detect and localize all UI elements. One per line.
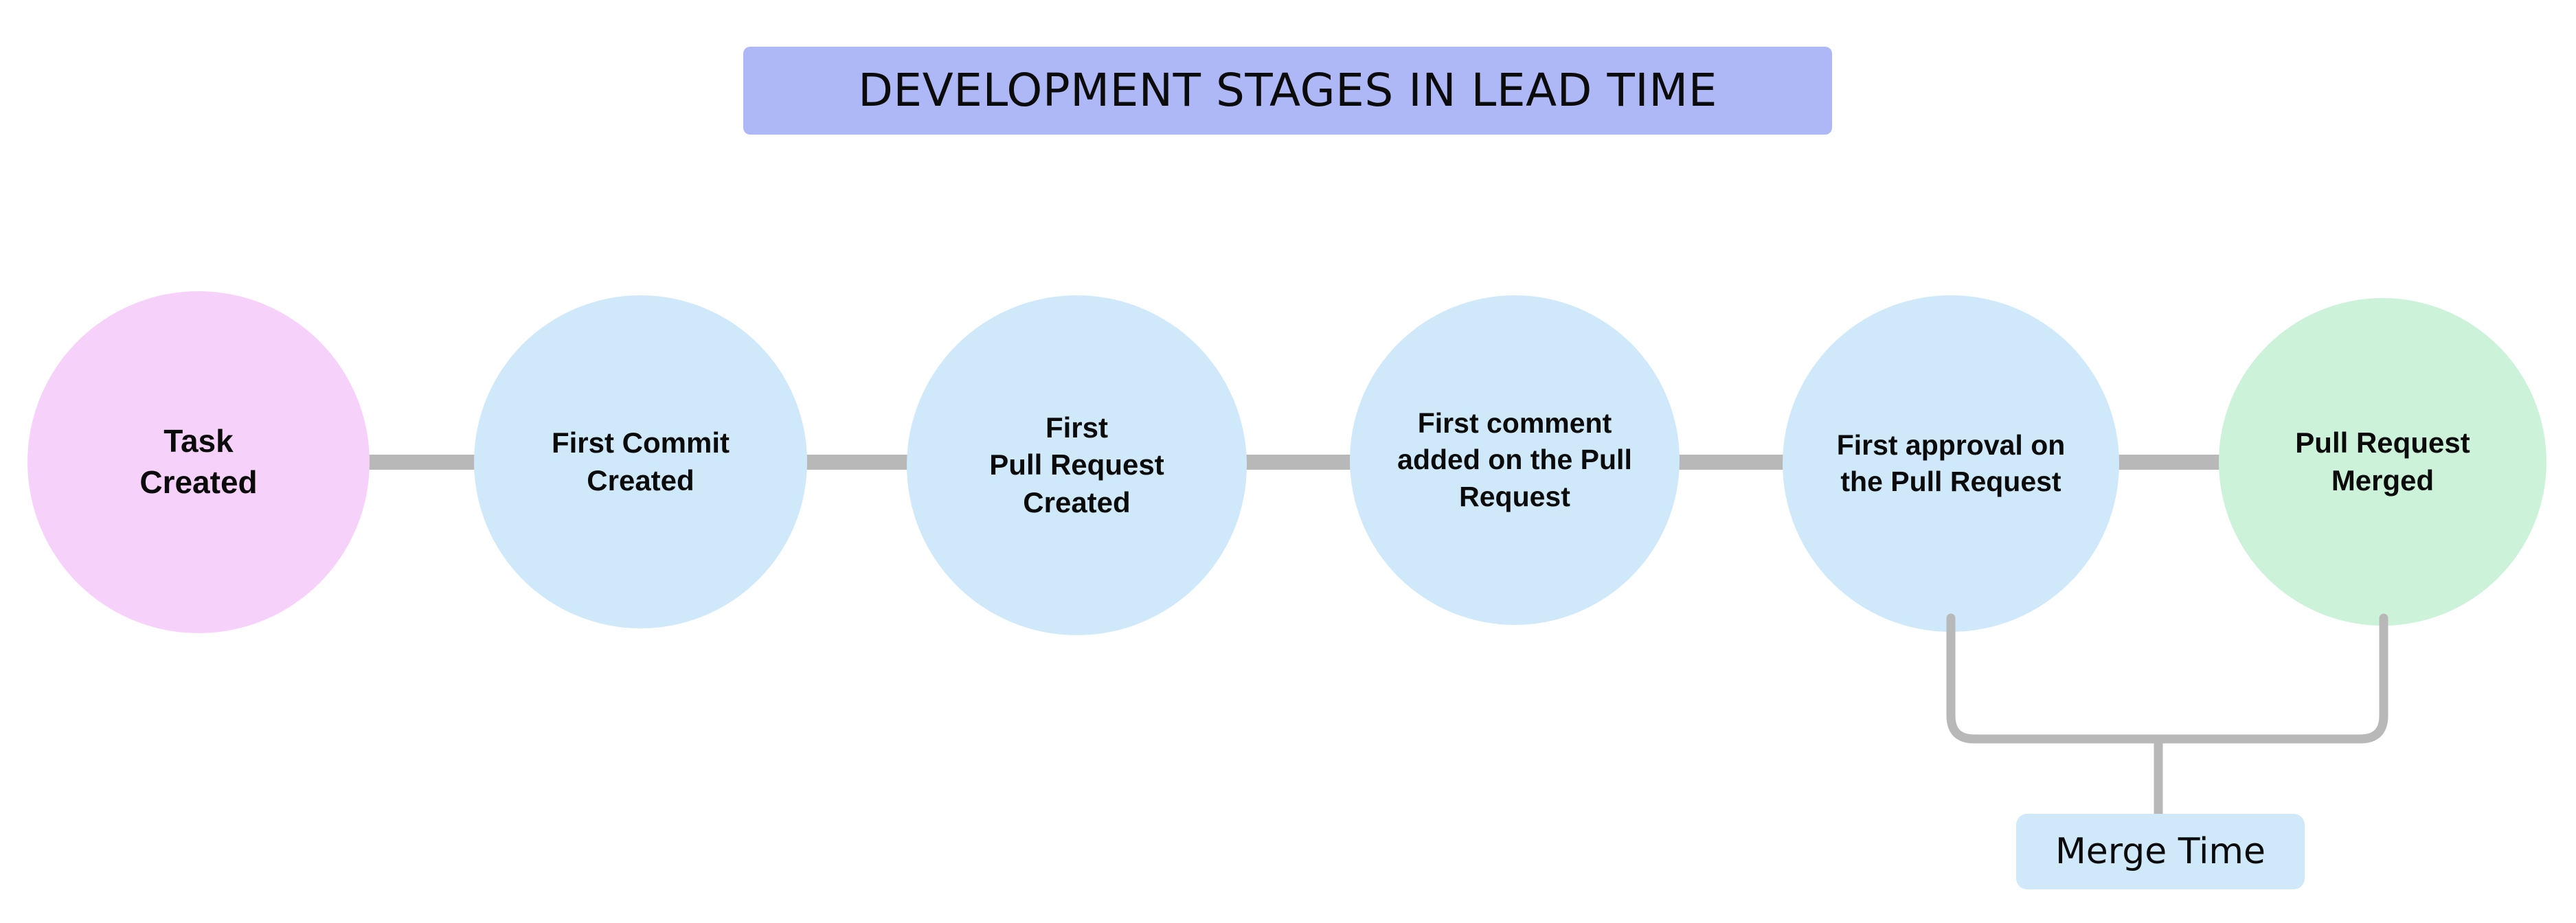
stage-label-pull-request-merged: Pull Request Merged bbox=[2295, 426, 2470, 497]
connector-first-pull-request-to-first-comment bbox=[1223, 455, 1374, 470]
stage-node-first-comment-on-pull-request[interactable]: First comment added on the Pull Request bbox=[1350, 295, 1680, 625]
stage-label-first-comment-on-pull-request: First comment added on the Pull Request bbox=[1397, 407, 1632, 512]
stage-label-first-pull-request-created: First Pull Request Created bbox=[989, 411, 1164, 519]
stage-node-first-commit-created[interactable]: First Commit Created bbox=[474, 295, 807, 628]
connector-first-commit-to-first-pull-request bbox=[783, 455, 931, 470]
stage-node-task-created[interactable]: Task Created bbox=[27, 291, 370, 633]
connector-first-comment-to-first-approval bbox=[1656, 455, 1807, 470]
merge-time-label: Merge Time bbox=[2055, 831, 2266, 872]
stage-label-first-commit-created: First Commit Created bbox=[551, 426, 730, 497]
stage-node-pull-request-merged[interactable]: Pull Request Merged bbox=[2219, 298, 2546, 626]
stage-node-first-approval-on-pull-request[interactable]: First approval on the Pull Request bbox=[1783, 295, 2119, 632]
connector-first-approval-to-pull-request-merged bbox=[2095, 455, 2243, 470]
stage-label-first-approval-on-pull-request: First approval on the Pull Request bbox=[1836, 429, 2066, 497]
diagram-title-banner: DEVELOPMENT STAGES IN LEAD TIME bbox=[743, 47, 1832, 135]
merge-time-chip[interactable]: Merge Time bbox=[2016, 814, 2305, 889]
stage-label-task-created: Task Created bbox=[139, 423, 258, 500]
stage-node-first-pull-request-created[interactable]: First Pull Request Created bbox=[907, 295, 1247, 635]
page-title: DEVELOPMENT STAGES IN LEAD TIME bbox=[858, 64, 1717, 117]
connector-task-created-to-first-commit bbox=[343, 455, 501, 470]
